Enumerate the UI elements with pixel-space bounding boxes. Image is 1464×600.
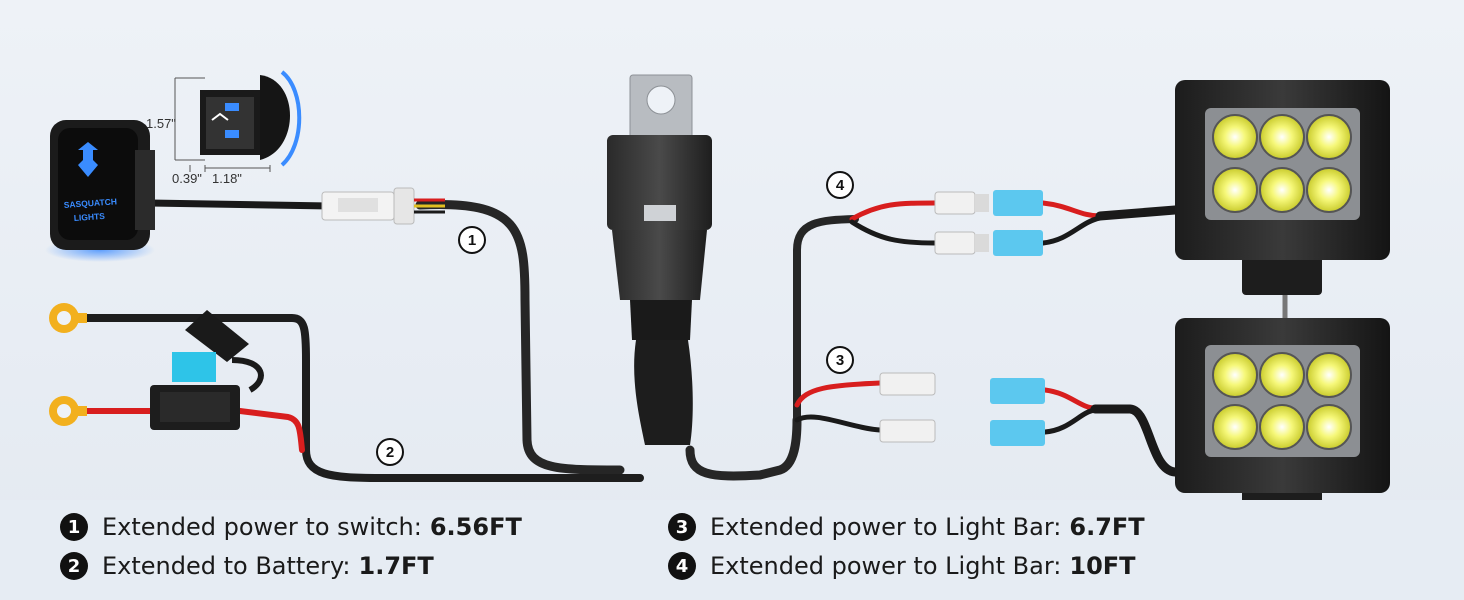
legend-value: 6.56FT bbox=[429, 513, 522, 541]
ring-terminal-red bbox=[49, 396, 87, 426]
relay bbox=[607, 74, 712, 445]
dimension-width-main: 1.18" bbox=[212, 171, 242, 186]
svg-text:3: 3 bbox=[836, 352, 844, 369]
led-light-top bbox=[1175, 80, 1390, 318]
legend-text: Extended power to switch: bbox=[102, 513, 422, 541]
wire-3-leads bbox=[794, 380, 1180, 477]
legend-value: 10FT bbox=[1069, 552, 1136, 580]
legend-text: Extended to Battery: bbox=[102, 552, 351, 580]
legend-number: 2 bbox=[60, 552, 88, 580]
legend-number: 3 bbox=[668, 513, 696, 541]
legend-text: Extended power to Light Bar: bbox=[710, 552, 1062, 580]
switch-label-line-2: LIGHTS bbox=[73, 211, 105, 223]
ring-terminal-black bbox=[49, 303, 87, 333]
wire-4-leads bbox=[849, 200, 1180, 246]
legend-item-4: 4 Extended power to Light Bar: 10FT bbox=[668, 552, 1136, 580]
legend-number: 1 bbox=[60, 513, 88, 541]
svg-text:2: 2 bbox=[386, 444, 394, 461]
dimension-height: 1.57" bbox=[146, 116, 176, 131]
legend-item-3: 3 Extended power to Light Bar: 6.7FT bbox=[668, 513, 1145, 541]
led-array-bottom bbox=[1212, 352, 1352, 450]
marker-1: 1 bbox=[458, 226, 486, 254]
marker-3: 3 bbox=[826, 346, 854, 374]
led-array-top bbox=[1212, 114, 1352, 213]
switch-connector bbox=[321, 187, 445, 225]
legend-text: Extended power to Light Bar: bbox=[710, 513, 1062, 541]
marker-4: 4 bbox=[826, 171, 854, 199]
led-light-bottom bbox=[1175, 318, 1390, 560]
connectors-set-3 bbox=[879, 372, 1045, 446]
switch-dimension-drawing: 1.57" 0.39" 1.18" bbox=[146, 70, 302, 186]
connectors-set-4 bbox=[934, 190, 1043, 256]
harness-wires bbox=[78, 199, 859, 482]
fuse-holder bbox=[150, 310, 264, 430]
legend-number: 4 bbox=[668, 552, 696, 580]
legend-item-2: 2 Extended to Battery: 1.7FT bbox=[60, 552, 434, 580]
legend-value: 6.7FT bbox=[1069, 513, 1145, 541]
legend-value: 1.7FT bbox=[358, 552, 434, 580]
marker-2: 2 bbox=[376, 438, 404, 466]
switch-label-line-1: SASQUATCH bbox=[63, 196, 117, 210]
rocker-switch: SASQUATCH LIGHTS bbox=[45, 120, 155, 262]
svg-text:4: 4 bbox=[836, 177, 845, 194]
legend: 1 Extended power to switch: 6.56FT 2 Ext… bbox=[0, 500, 1464, 600]
dimension-width-side: 0.39" bbox=[172, 171, 202, 186]
legend-item-1: 1 Extended power to switch: 6.56FT bbox=[60, 513, 522, 541]
svg-text:1: 1 bbox=[468, 232, 476, 249]
